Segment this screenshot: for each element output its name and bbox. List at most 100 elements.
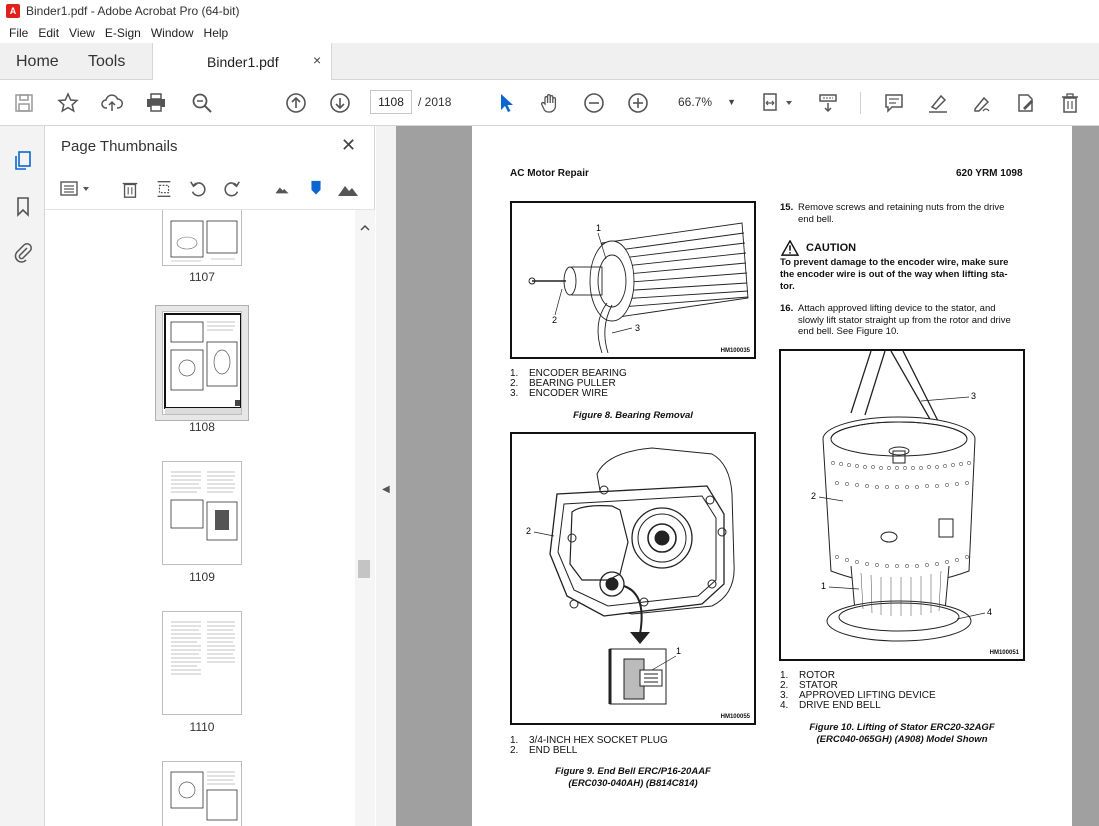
legend-item: 3.APPROVED LIFTING DEVICE	[780, 690, 936, 701]
draw-sign-icon[interactable]	[970, 91, 994, 115]
scroll-mode-icon[interactable]	[816, 91, 840, 115]
menu-bar: File Edit View E-Sign Window Help	[0, 22, 1099, 43]
thumbnail-list: 1107 1108 1109 1110	[45, 210, 355, 826]
thumbnail-page-selected[interactable]	[162, 311, 242, 415]
zoom-search-icon[interactable]	[190, 91, 214, 115]
previous-page-icon[interactable]	[284, 91, 308, 115]
thumbnail-page[interactable]	[162, 461, 242, 565]
panel-close-icon[interactable]: ✕	[341, 135, 357, 155]
zoom-level-value: 66.7%	[678, 95, 713, 109]
chevron-down-icon: ▼	[727, 97, 736, 107]
thumbnail-scrollbar[interactable]	[355, 210, 375, 826]
legend-item: 1.ENCODER BEARING	[510, 368, 627, 379]
thumbnail-toolbar	[45, 170, 375, 210]
thumbnail-options-icon[interactable]	[59, 178, 95, 200]
figure-8-bearing-removal: 1 2 3 HM100035	[510, 201, 756, 359]
page-thumbnails-panel: Page Thumbnails ✕	[45, 126, 375, 826]
legend-item: 1.3/4-INCH HEX SOCKET PLUG	[510, 735, 668, 746]
bookmark-star-icon[interactable]	[56, 91, 80, 115]
title-bar: A Binder1.pdf - Adobe Acrobat Pro (64-bi…	[0, 0, 1099, 22]
hand-tool-icon[interactable]	[538, 91, 562, 115]
figure-id: HM100035	[720, 348, 750, 354]
step-16: 16.Attach approved lifting device to the…	[780, 303, 1011, 337]
thumbnail-large-icon[interactable]	[337, 178, 359, 200]
pdf-page: AC Motor Repair 620 YRM 1098	[472, 126, 1072, 826]
legend-item: 2.END BELL	[510, 745, 578, 756]
figure-10-lifting-stator: 3 2 1 4 HM100051	[779, 349, 1025, 661]
select-cursor-icon[interactable]	[494, 91, 518, 115]
figure-8-legend: 1.ENCODER BEARING 2.BEARING PULLER 3.ENC…	[510, 369, 627, 399]
menu-esign[interactable]: E-Sign	[104, 25, 141, 40]
page-number-input[interactable]: 1108	[370, 90, 412, 114]
tab-tools[interactable]: Tools	[88, 53, 126, 70]
tab-home[interactable]: Home	[16, 53, 59, 70]
menu-view[interactable]: View	[69, 25, 95, 40]
delete-trash-icon[interactable]	[1058, 91, 1082, 115]
delete-page-icon[interactable]	[119, 178, 141, 200]
panel-collapse-handle[interactable]: ◀	[376, 126, 396, 826]
fill-sign-icon[interactable]	[1014, 91, 1038, 115]
extract-pages-icon[interactable]	[153, 178, 175, 200]
figure-10-legend: 1.ROTOR 2.STATOR 3.APPROVED LIFTING DEVI…	[780, 671, 936, 711]
thumbnail-page[interactable]	[162, 210, 242, 266]
callout-1: 1	[676, 646, 681, 656]
page-fit-icon[interactable]	[762, 91, 796, 115]
page-header-left: AC Motor Repair	[510, 168, 589, 179]
document-viewport[interactable]: AC Motor Repair 620 YRM 1098	[396, 126, 1099, 826]
callout-3: 3	[635, 323, 640, 333]
highlight-pen-icon[interactable]	[926, 91, 950, 115]
callout-2: 2	[811, 491, 816, 501]
tab-bar: Home Tools Binder1.pdf ×	[0, 43, 1099, 80]
menu-window[interactable]: Window	[150, 25, 194, 40]
thumbnail-page-label: 1109	[189, 570, 215, 584]
thumbnail-page-label: 1108	[189, 420, 215, 434]
caution-text: To prevent damage to the encoder wire, m…	[780, 257, 1009, 292]
tab-document[interactable]: Binder1.pdf ×	[152, 43, 332, 80]
comment-icon[interactable]	[882, 91, 906, 115]
page-header-right: 620 YRM 1098	[956, 168, 1023, 179]
window-title: Binder1.pdf - Adobe Acrobat Pro (64-bit)	[26, 4, 240, 18]
legend-item: 4.DRIVE END BELL	[780, 700, 881, 711]
page-thumbnails-icon[interactable]	[11, 148, 35, 172]
rotate-counterclockwise-icon[interactable]	[187, 178, 209, 200]
figure-id: HM100055	[720, 714, 750, 720]
thumbnail-page[interactable]	[162, 761, 242, 826]
bookmarks-icon[interactable]	[11, 194, 35, 218]
acrobat-logo-icon: A	[6, 4, 20, 18]
warning-triangle-icon	[780, 240, 800, 256]
figure-8-caption: Figure 8. Bearing Removal	[573, 410, 693, 421]
upload-cloud-icon[interactable]	[100, 91, 124, 115]
step-15: 15.Remove screws and retaining nuts from…	[780, 202, 1005, 225]
zoom-out-icon[interactable]	[582, 91, 606, 115]
save-icon[interactable]	[12, 91, 36, 115]
navigation-rail	[0, 126, 45, 826]
toolbar-divider	[860, 92, 861, 114]
rotate-clockwise-icon[interactable]	[221, 178, 243, 200]
menu-file[interactable]: File	[9, 25, 29, 40]
collapse-left-icon: ◀	[382, 484, 390, 495]
attachments-paperclip-icon[interactable]	[11, 240, 35, 264]
menu-edit[interactable]: Edit	[38, 25, 60, 40]
legend-item: 2.BEARING PULLER	[510, 378, 616, 389]
scroll-up-icon[interactable]	[355, 222, 375, 234]
menu-help[interactable]: Help	[203, 25, 229, 40]
legend-item: 1.ROTOR	[780, 670, 835, 681]
callout-2: 2	[552, 315, 557, 325]
thumbnail-page-label: 1107	[189, 270, 215, 284]
callout-1: 1	[821, 581, 826, 591]
legend-item: 3.ENCODER WIRE	[510, 388, 608, 399]
tab-close-icon[interactable]: ×	[313, 52, 322, 68]
zoom-level-dropdown[interactable]: 66.7% ▼	[670, 90, 740, 114]
thumbnail-size-slider-icon[interactable]	[305, 178, 327, 200]
print-icon[interactable]	[144, 91, 168, 115]
stator-lifting-illustration: 3 2 1 4	[811, 350, 992, 642]
thumbnail-small-icon[interactable]	[271, 178, 293, 200]
zoom-in-icon[interactable]	[626, 91, 650, 115]
scrollbar-thumb[interactable]	[358, 560, 370, 578]
thumbnail-page[interactable]	[162, 611, 242, 715]
end-bell-illustration: 2 1	[526, 447, 735, 705]
next-page-icon[interactable]	[328, 91, 352, 115]
figure-9-legend: 1.3/4-INCH HEX SOCKET PLUG 2.END BELL	[510, 736, 668, 756]
caution-heading: CAUTION	[780, 240, 856, 256]
